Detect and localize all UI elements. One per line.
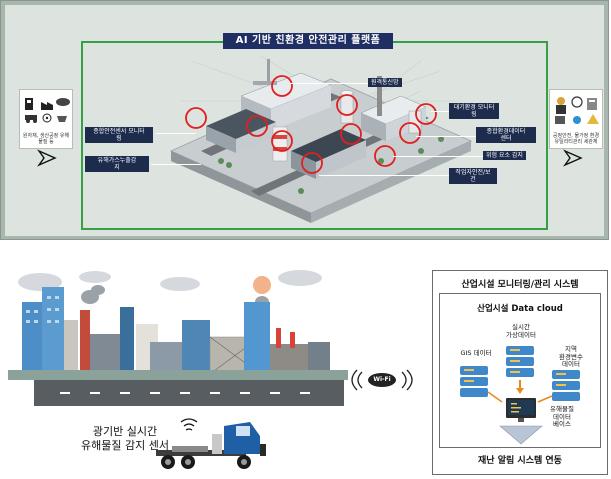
sensor-signal-icon <box>180 418 198 431</box>
sensor-caption: 광기반 실시간 유해물질 감지 센서 <box>81 425 169 452</box>
callout-line <box>393 156 483 157</box>
callout-air-monitor: 대기환경 모니터링 <box>449 103 499 119</box>
callout-remote-control: 원격통신망 <box>368 78 402 87</box>
input-arrow-icon <box>37 149 57 167</box>
realtime-data-label: 실시간 가상데이터 <box>506 323 536 339</box>
gis-data-label: GIS 데이터 <box>460 349 492 357</box>
input-sources-box: 원자재, 생산공정 유해물질 등 <box>19 89 73 149</box>
wifi-icon <box>351 369 413 391</box>
platform-title: AI 기반 친환경 안전관리 플랫폼 <box>223 33 393 49</box>
input-sources-label: 원자재, 생산공정 유해물질 등 <box>22 133 70 145</box>
output-management-box: 공정안전, 물가정 환경유틸리티관리 세관체 <box>549 89 603 149</box>
platform-panel: AI 기반 친환경 안전관리 플랫폼 원자재, 생산공정 유해물질 등 공정안전… <box>0 0 609 240</box>
worker-management-icons <box>555 96 599 124</box>
data-cloud-panel: 산업시설 Data cloud 실시간 가상데이터 GIS 데이터 지역 환경변… <box>439 293 601 448</box>
callout-line <box>151 164 201 165</box>
callout-line <box>290 83 368 84</box>
city-skyline-illustration <box>8 270 348 406</box>
callout-gas-leak: 유해가스누출감 지 <box>85 156 149 172</box>
regional-data-label: 지역 환경변수 데이터 <box>559 345 583 368</box>
output-arrow-icon <box>563 149 583 167</box>
marker-circle <box>185 107 207 129</box>
callout-env-data-center: 종합환경데이터 센터 <box>476 127 536 143</box>
server-stack-icons <box>460 346 580 445</box>
callout-line <box>416 136 476 137</box>
callout-integrated-sensor: 종합안전센서 모니터 링 <box>85 127 153 143</box>
callout-line <box>156 133 196 134</box>
callout-worker-safety: 작업자안전/보 건 <box>449 168 497 184</box>
marker-circle <box>301 152 323 174</box>
marker-circle <box>271 75 293 97</box>
marker-circle <box>336 94 358 116</box>
callout-hazard-detect: 위험 요소 감지 <box>483 151 526 160</box>
output-management-label: 공정안전, 물가정 환경유틸리티관리 세관체 <box>552 133 600 145</box>
truck-icon <box>156 422 266 469</box>
data-cloud-title: 산업시설 Data cloud <box>477 304 563 314</box>
monitoring-system-title: 산업시설 모니터링/관리 시스템 <box>461 280 579 290</box>
marker-circle <box>415 103 437 125</box>
factory-pump-icons <box>25 98 70 123</box>
marker-circle <box>399 122 421 144</box>
monitoring-system-panel: 산업시설 모니터링/관리 시스템 산업시설 Data cloud 실시간 가상데… <box>432 270 608 475</box>
callout-line <box>431 111 449 112</box>
marker-circle <box>271 130 293 152</box>
industrial-complex-illustration <box>170 55 472 223</box>
callout-line <box>319 175 449 176</box>
wifi-label: Wi-Fi <box>373 376 391 383</box>
marker-circle <box>340 123 362 145</box>
hazard-db-label: 유해물질 데이터 베이스 <box>550 405 574 428</box>
marker-circle <box>246 115 268 137</box>
disaster-alert-label: 재난 알림 시스템 연동 <box>478 456 562 466</box>
